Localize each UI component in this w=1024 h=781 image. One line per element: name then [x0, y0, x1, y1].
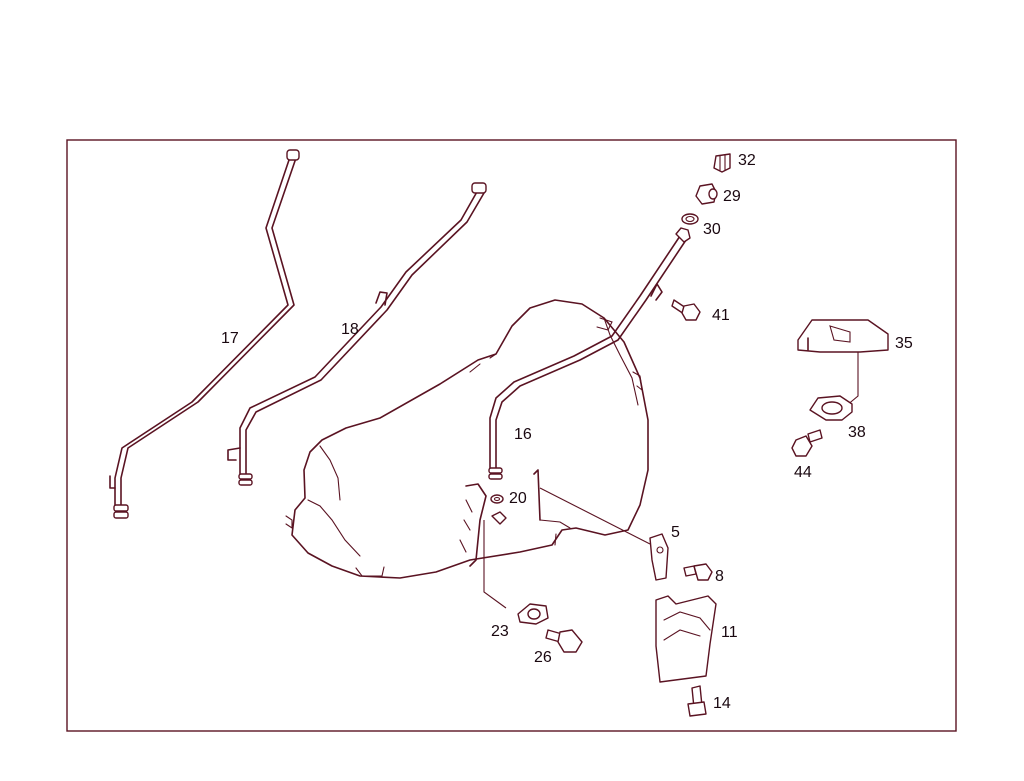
callout-20: 20	[509, 490, 527, 507]
callout-18: 18	[341, 321, 359, 338]
callout-44: 44	[794, 464, 812, 481]
clamp-38	[809, 395, 853, 421]
callout-41: 41	[712, 307, 730, 324]
callout-32: 32	[738, 152, 756, 169]
adapter-29	[695, 183, 718, 205]
seal-ring-30	[681, 213, 699, 225]
callout-26: 26	[534, 649, 552, 666]
callout-8: 8	[715, 568, 724, 585]
bolt-8	[683, 563, 713, 581]
diagram-frame	[66, 139, 957, 732]
callout-30: 30	[703, 221, 721, 238]
callout-29: 29	[723, 188, 741, 205]
bracket-5	[533, 469, 669, 581]
clamp-23	[483, 520, 549, 625]
seal-ring-20	[490, 494, 504, 504]
callout-11: 11	[721, 624, 738, 641]
dipstick-tube-16	[488, 227, 691, 480]
bolt-14	[687, 685, 707, 717]
cover-11	[655, 595, 717, 683]
callout-14: 14	[713, 695, 731, 712]
callout-35: 35	[895, 335, 913, 352]
callout-17: 17	[221, 330, 239, 347]
callout-16: 16	[514, 426, 532, 443]
fitting-housing-port	[491, 511, 507, 525]
bolt-41	[671, 299, 701, 321]
callout-5: 5	[671, 524, 680, 541]
dipstick-tube-17	[109, 149, 300, 519]
bolt-26	[545, 629, 583, 653]
bolt-44	[791, 429, 823, 457]
dipstick-tube-18	[227, 182, 487, 486]
bracket-35	[797, 319, 889, 407]
callout-38: 38	[848, 424, 866, 441]
cap-32	[713, 153, 731, 173]
callout-23: 23	[491, 623, 509, 640]
transmission-housing	[285, 299, 649, 579]
